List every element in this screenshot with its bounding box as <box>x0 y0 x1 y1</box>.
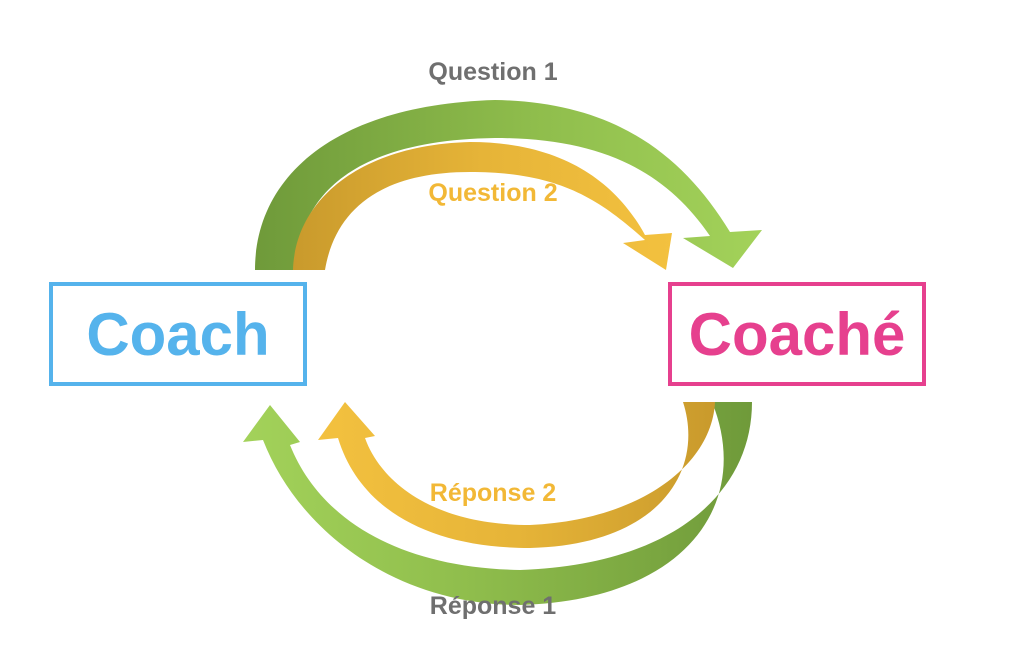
question-2-arrow <box>293 142 672 270</box>
question-1-label: Question 1 <box>428 58 557 86</box>
coache-node: Coaché <box>668 282 926 386</box>
coache-box <box>668 282 926 386</box>
coach-label: Coach <box>86 301 269 368</box>
reponse-2-label: Réponse 2 <box>430 479 556 507</box>
question-2-label: Question 2 <box>428 179 557 207</box>
reponse-1-arrow <box>243 402 752 605</box>
reponse-1-label: Réponse 1 <box>430 592 557 620</box>
coach-box <box>49 282 307 386</box>
reponse-2-arrow <box>318 402 715 548</box>
question-1-arrow <box>255 100 762 270</box>
coache-label: Coaché <box>689 301 906 368</box>
coach-node: Coach <box>49 282 307 386</box>
